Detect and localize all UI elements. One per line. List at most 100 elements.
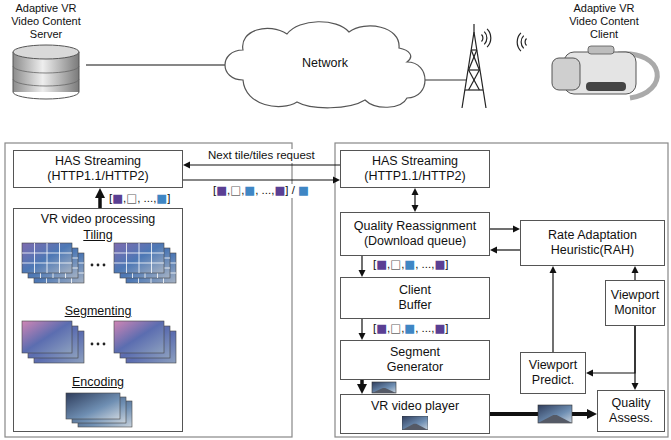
connector bbox=[632, 326, 639, 390]
connector bbox=[490, 247, 520, 254]
square-glyph: ■ bbox=[216, 183, 227, 197]
box-label: VR video processing bbox=[14, 212, 182, 227]
radio-wave bbox=[517, 33, 521, 51]
connector-line bbox=[98, 196, 102, 208]
section-label: Tiling bbox=[14, 228, 182, 243]
edge-label: [■,□,■, ...,■] / ■ bbox=[212, 184, 310, 198]
process-box: HAS Streaming (HTTP1.1/HTTP2) bbox=[340, 150, 490, 188]
tile-line bbox=[47, 243, 48, 273]
client-node: Adaptive VR Video Content Client bbox=[540, 2, 668, 108]
connector-line bbox=[634, 326, 635, 384]
ellipsis-dot bbox=[103, 264, 106, 267]
ellipsis-dot bbox=[91, 264, 94, 267]
connector bbox=[359, 256, 366, 277]
ellipsis-dot bbox=[97, 343, 100, 346]
process-box: Viewport Monitor bbox=[605, 280, 665, 326]
connector bbox=[586, 326, 635, 377]
edge-label: Next tile/tiles request bbox=[207, 149, 316, 163]
tile-line bbox=[139, 243, 140, 273]
top-strap bbox=[588, 46, 614, 54]
square-glyph: □ bbox=[390, 321, 401, 335]
edge-label: [■,□,■, ...,■] bbox=[372, 258, 449, 272]
process-box: Quality Assess. bbox=[597, 390, 665, 432]
road bbox=[402, 423, 428, 429]
radio-wave bbox=[525, 39, 526, 46]
cylinder-band bbox=[13, 66, 79, 73]
tower-bar bbox=[468, 69, 480, 70]
connector bbox=[550, 266, 557, 352]
process-box: Rate Adaptation Heuristic(RAH) bbox=[520, 220, 665, 266]
square-glyph: ■ bbox=[244, 183, 255, 197]
radio-wave bbox=[484, 32, 487, 45]
square-glyph: ■ bbox=[404, 321, 415, 335]
box-label: Segment Generator bbox=[380, 345, 450, 375]
tower-brace bbox=[469, 70, 480, 90]
box-label: Quality Assess. bbox=[601, 396, 661, 426]
headset-lens bbox=[586, 82, 626, 91]
square-glyph: ■ bbox=[298, 183, 309, 197]
process-box: Quality Reassignment (Download queue) bbox=[340, 212, 490, 256]
square-glyph: ■ bbox=[274, 183, 285, 197]
video-frame bbox=[66, 393, 120, 419]
box-label: Quality Reassignment (Download queue) bbox=[350, 219, 480, 249]
connector bbox=[95, 188, 105, 208]
video-frame bbox=[22, 243, 72, 273]
square-glyph: □ bbox=[126, 191, 137, 205]
box-label: Adaptive VR Video Content Client bbox=[563, 2, 645, 42]
tile-line bbox=[114, 263, 164, 264]
headset-front bbox=[552, 58, 580, 90]
process-box: VR video player bbox=[340, 394, 490, 434]
tile-line bbox=[34, 243, 35, 273]
square-glyph: ■ bbox=[112, 191, 123, 205]
connector bbox=[357, 380, 367, 394]
connector bbox=[86, 65, 225, 66]
tile-line bbox=[59, 243, 60, 273]
server-node: Adaptive VR Video Content Server bbox=[6, 2, 86, 100]
square-glyph: ■ bbox=[434, 321, 445, 335]
connector-line bbox=[552, 272, 553, 352]
video-thumbnail bbox=[538, 405, 572, 423]
cylinder-band bbox=[13, 79, 79, 86]
square-glyph: ■ bbox=[404, 257, 415, 271]
processing-illustration bbox=[14, 209, 182, 431]
tile-line bbox=[114, 253, 164, 254]
edge-label: [■,□, ...,■] bbox=[108, 192, 171, 206]
radio-wave bbox=[482, 35, 483, 42]
server-cylinder bbox=[9, 44, 83, 100]
video-frame bbox=[114, 321, 164, 353]
connector-line bbox=[360, 380, 364, 386]
tile-line bbox=[151, 243, 152, 273]
box-label: Rate Adaptation Heuristic(RAH) bbox=[543, 228, 643, 258]
video-thumbnail bbox=[402, 416, 428, 430]
square-glyph: □ bbox=[390, 257, 401, 271]
box-label: Client Buffer bbox=[390, 283, 440, 313]
antenna-tower bbox=[462, 24, 486, 108]
connector bbox=[490, 226, 520, 233]
connector-line bbox=[361, 319, 362, 334]
box-label: HAS Streaming (HTTP1.1/HTTP2) bbox=[42, 154, 154, 184]
tile-line bbox=[22, 263, 72, 264]
network-cloud: Network bbox=[225, 18, 425, 108]
connector-line bbox=[490, 228, 514, 229]
square-glyph: ■ bbox=[156, 191, 167, 205]
tower-brace bbox=[469, 70, 480, 90]
ellipsis-dot bbox=[103, 343, 106, 346]
video-frame bbox=[22, 321, 72, 353]
square-glyph: ■ bbox=[376, 321, 387, 335]
video-thumbnail bbox=[372, 382, 396, 393]
connector bbox=[632, 266, 639, 280]
edge-label: [■,□,■, ...,■] bbox=[372, 322, 449, 336]
tower-mast bbox=[473, 24, 474, 32]
radio-wave bbox=[521, 36, 524, 49]
square-glyph: ■ bbox=[376, 257, 387, 271]
process-box: Viewport Predict. bbox=[520, 352, 586, 394]
section-label: Segmenting bbox=[14, 304, 182, 319]
ellipsis-dot bbox=[97, 264, 100, 267]
process-box: Client Buffer bbox=[340, 277, 490, 319]
square-glyph: ■ bbox=[434, 257, 445, 271]
cylinder-top bbox=[13, 45, 79, 59]
connector-line bbox=[86, 64, 225, 65]
box-label: Viewport Predict. bbox=[524, 358, 582, 388]
box-label: VR video player bbox=[371, 399, 459, 414]
connector-line bbox=[414, 194, 415, 207]
